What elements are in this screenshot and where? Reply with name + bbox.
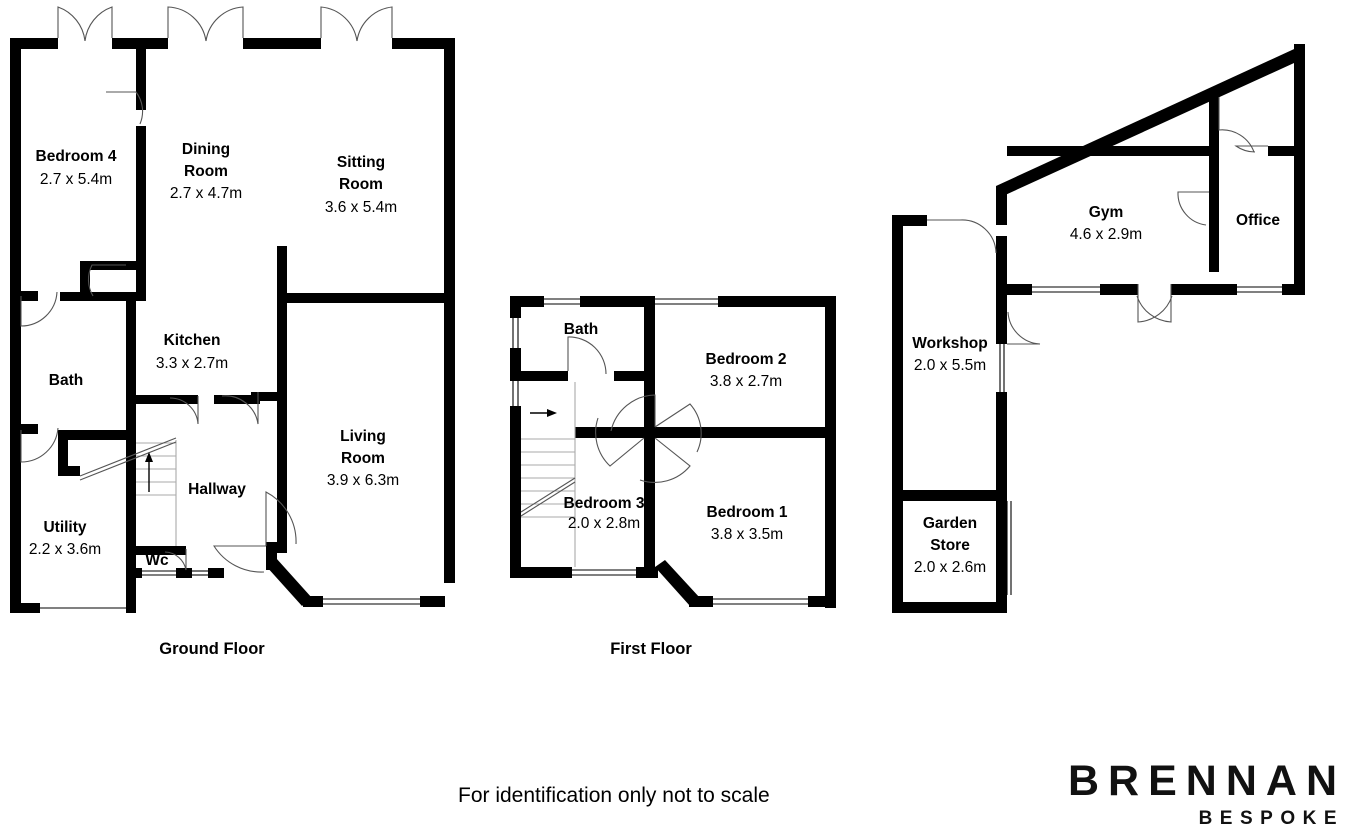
brand-logo: BRENNAN BESPOKE (1068, 758, 1346, 831)
floor-title-first: First Floor (610, 640, 692, 658)
ground-floor-plan: Bedroom 4 2.7 x 5.4m Dining Room 2.7 x 4… (10, 6, 455, 658)
outbuilding-doors (927, 97, 1268, 345)
first-floor-windows (512, 298, 808, 605)
room-label-bedroom2-dim: 3.8 x 2.7m (710, 373, 782, 390)
room-label-kitchen-name: Kitchen (164, 332, 221, 349)
room-label-dining-dim: 2.7 x 4.7m (170, 185, 242, 202)
disclaimer-text: For identification only not to scale (458, 784, 770, 807)
room-label-bedroom4-name: Bedroom 4 (36, 148, 117, 165)
room-label-living-name-2: Room (341, 450, 385, 467)
room-label-sitting-dim: 3.6 x 5.4m (325, 199, 397, 216)
room-label-utility-dim: 2.2 x 3.6m (29, 541, 101, 558)
first-floor-walls (510, 296, 836, 608)
room-label-gym-dim: 4.6 x 2.9m (1070, 226, 1142, 243)
room-label-dining-name-1: Dining (182, 141, 230, 158)
brand-name: BRENNAN (1068, 757, 1346, 805)
ground-floor-labels: Bedroom 4 2.7 x 5.4m Dining Room 2.7 x 4… (29, 141, 399, 658)
ground-floor-french-doors (57, 6, 393, 42)
room-label-sitting-name-1: Sitting (337, 154, 385, 171)
floor-title-ground: Ground Floor (159, 640, 265, 658)
outbuilding-labels: Gym 4.6 x 2.9m Office Workshop 2.0 x 5.5… (912, 204, 1280, 576)
room-label-living-name-1: Living (340, 428, 386, 445)
room-label-sitting-name-2: Room (339, 176, 383, 193)
room-label-hallway-name: Hallway (188, 481, 246, 498)
room-label-bedroom1-dim: 3.8 x 3.5m (711, 526, 783, 543)
ground-floor-doors (20, 91, 297, 573)
outbuilding-plan: Gym 4.6 x 2.9m Office Workshop 2.0 x 5.5… (892, 44, 1305, 613)
room-label-bedroom4-dim: 2.7 x 5.4m (40, 171, 112, 188)
room-label-utility-name: Utility (43, 519, 86, 536)
first-floor-doors (567, 336, 702, 483)
room-label-wc-name: Wc (145, 552, 169, 569)
room-label-bath-ground-name: Bath (49, 372, 83, 389)
room-label-living-dim: 3.9 x 6.3m (327, 472, 399, 489)
first-floor-labels: Bath Bedroom 2 3.8 x 2.7m Bedroom 3 2.0 … (564, 321, 788, 658)
brand-tagline: BESPOKE (1198, 808, 1344, 829)
room-label-garden-store-name-1: Garden (923, 515, 977, 532)
room-label-bedroom3-name: Bedroom 3 (564, 495, 645, 512)
room-label-office-name: Office (1236, 212, 1280, 229)
room-label-dining-name-2: Room (184, 163, 228, 180)
ground-floor-entrance-bay (266, 558, 312, 606)
room-label-garden-store-dim: 2.0 x 2.6m (914, 559, 986, 576)
first-floor-stairs (520, 382, 576, 567)
room-label-kitchen-dim: 3.3 x 2.7m (156, 355, 228, 372)
outbuilding-windows (999, 286, 1282, 595)
ground-floor-stairs (79, 437, 177, 546)
room-label-garden-store-name-2: Store (930, 537, 970, 554)
ground-floor-windows (18, 570, 420, 609)
first-floor-bay (655, 560, 700, 606)
room-label-bedroom3-dim: 2.0 x 2.8m (568, 515, 640, 532)
room-label-bath-first-name: Bath (564, 321, 598, 338)
room-label-gym-name: Gym (1089, 204, 1123, 221)
room-label-workshop-name: Workshop (912, 335, 988, 352)
first-floor-plan: Bath Bedroom 2 3.8 x 2.7m Bedroom 3 2.0 … (510, 296, 836, 658)
room-label-bedroom1-name: Bedroom 1 (707, 504, 788, 521)
outbuilding-walls (892, 44, 1305, 613)
room-label-bedroom2-name: Bedroom 2 (706, 351, 787, 368)
room-label-workshop-dim: 2.0 x 5.5m (914, 357, 986, 374)
